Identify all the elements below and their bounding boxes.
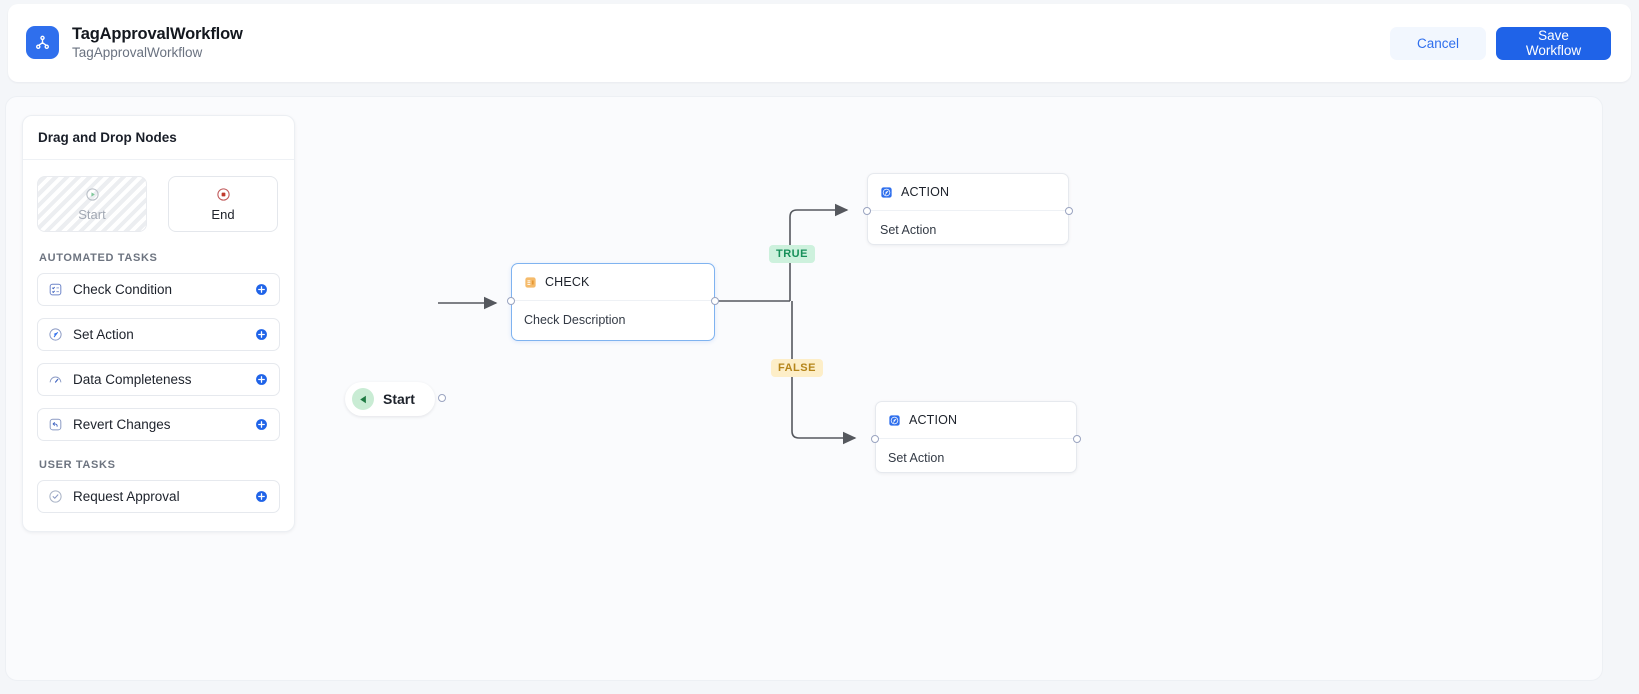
stop-circle-icon bbox=[216, 187, 231, 202]
play-triangle-icon bbox=[352, 388, 374, 410]
flow-node-header: CHECK bbox=[512, 264, 714, 301]
palette-item-label: Request Approval bbox=[73, 489, 180, 504]
palette-item-revert-changes[interactable]: Revert Changes bbox=[37, 408, 280, 441]
plus-circle-icon[interactable] bbox=[255, 283, 268, 296]
flow-node-type: CHECK bbox=[545, 275, 590, 289]
edge-label-true[interactable]: TRUE bbox=[769, 245, 815, 263]
flow-node-description: Set Action bbox=[880, 223, 937, 237]
action-node-icon bbox=[888, 414, 901, 427]
group-label-user: USER TASKS bbox=[39, 459, 116, 471]
flow-node-description: Check Description bbox=[524, 313, 626, 327]
check-input-handle[interactable] bbox=[507, 297, 515, 305]
check-node-icon bbox=[524, 276, 537, 289]
flow-node-action-true[interactable]: ACTION Set Action bbox=[863, 173, 1073, 245]
page-title: TagApprovalWorkflow bbox=[72, 25, 243, 43]
palette-item-set-action[interactable]: Set Action bbox=[37, 318, 280, 351]
flow-node-type: ACTION bbox=[901, 185, 950, 199]
palette-item-check-condition[interactable]: Check Condition bbox=[37, 273, 280, 306]
palette-item-data-completeness[interactable]: Data Completeness bbox=[37, 363, 280, 396]
app-header: TagApprovalWorkflow TagApprovalWorkflow … bbox=[8, 4, 1631, 82]
palette-item-label: Set Action bbox=[73, 327, 134, 342]
play-circle-icon bbox=[85, 187, 100, 202]
palette-item-label: Data Completeness bbox=[73, 372, 192, 387]
header-actions: Cancel Save Workflow bbox=[1390, 26, 1611, 60]
check-output-handle[interactable] bbox=[711, 297, 719, 305]
edges-layer bbox=[438, 203, 857, 445]
gauge-icon bbox=[48, 372, 63, 387]
save-workflow-button[interactable]: Save Workflow bbox=[1496, 26, 1611, 60]
action-false-output-handle[interactable] bbox=[1073, 435, 1081, 443]
sidebar-title: Drag and Drop Nodes bbox=[23, 116, 294, 160]
cancel-button[interactable]: Cancel bbox=[1390, 26, 1486, 60]
palette-item-start-label: Start bbox=[78, 206, 106, 222]
brand: TagApprovalWorkflow TagApprovalWorkflow bbox=[26, 25, 243, 61]
flow-node-type: ACTION bbox=[909, 413, 958, 427]
plus-circle-icon[interactable] bbox=[255, 373, 268, 386]
plus-circle-icon[interactable] bbox=[255, 418, 268, 431]
check-condition-icon bbox=[48, 282, 63, 297]
workflow-share-icon bbox=[26, 26, 59, 60]
action-true-output-handle[interactable] bbox=[1065, 207, 1073, 215]
plus-circle-icon[interactable] bbox=[255, 490, 268, 503]
flow-node-header: ACTION bbox=[868, 174, 1068, 211]
flow-node-header: ACTION bbox=[876, 402, 1076, 439]
group-label-automated: AUTOMATED TASKS bbox=[39, 252, 158, 264]
page-subtitle: TagApprovalWorkflow bbox=[72, 45, 203, 61]
edge-label-false[interactable]: FALSE bbox=[771, 359, 823, 377]
action-node-icon bbox=[880, 186, 893, 199]
flow-node-description: Set Action bbox=[888, 451, 945, 465]
palette-item-end[interactable]: End bbox=[168, 176, 278, 232]
workflow-canvas[interactable]: Drag and Drop Nodes Start bbox=[5, 96, 1603, 681]
node-palette-sidebar: Drag and Drop Nodes Start bbox=[22, 115, 295, 532]
flow-node-check[interactable]: CHECK Check Description bbox=[507, 263, 719, 341]
palette-item-start[interactable]: Start bbox=[37, 176, 147, 232]
action-false-input-handle[interactable] bbox=[871, 435, 879, 443]
palette-item-label: Check Condition bbox=[73, 282, 173, 297]
palette-item-end-label: End bbox=[211, 206, 235, 222]
start-output-handle[interactable] bbox=[438, 394, 446, 402]
terminal-nodes-row: Start End bbox=[37, 176, 280, 232]
undo-icon bbox=[48, 417, 63, 432]
plus-circle-icon[interactable] bbox=[255, 328, 268, 341]
check-badge-icon bbox=[48, 489, 63, 504]
palette-item-label: Revert Changes bbox=[73, 417, 171, 432]
palette-item-request-approval[interactable]: Request Approval bbox=[37, 480, 280, 513]
flow-graph[interactable]: Start CHECK Check Description bbox=[6, 97, 1602, 680]
flow-node-action-false[interactable]: ACTION Set Action bbox=[871, 401, 1081, 473]
set-action-icon bbox=[48, 327, 63, 342]
flow-node-start-label: Start bbox=[383, 391, 415, 407]
flow-node-start[interactable]: Start bbox=[345, 382, 446, 416]
action-true-input-handle[interactable] bbox=[863, 207, 871, 215]
